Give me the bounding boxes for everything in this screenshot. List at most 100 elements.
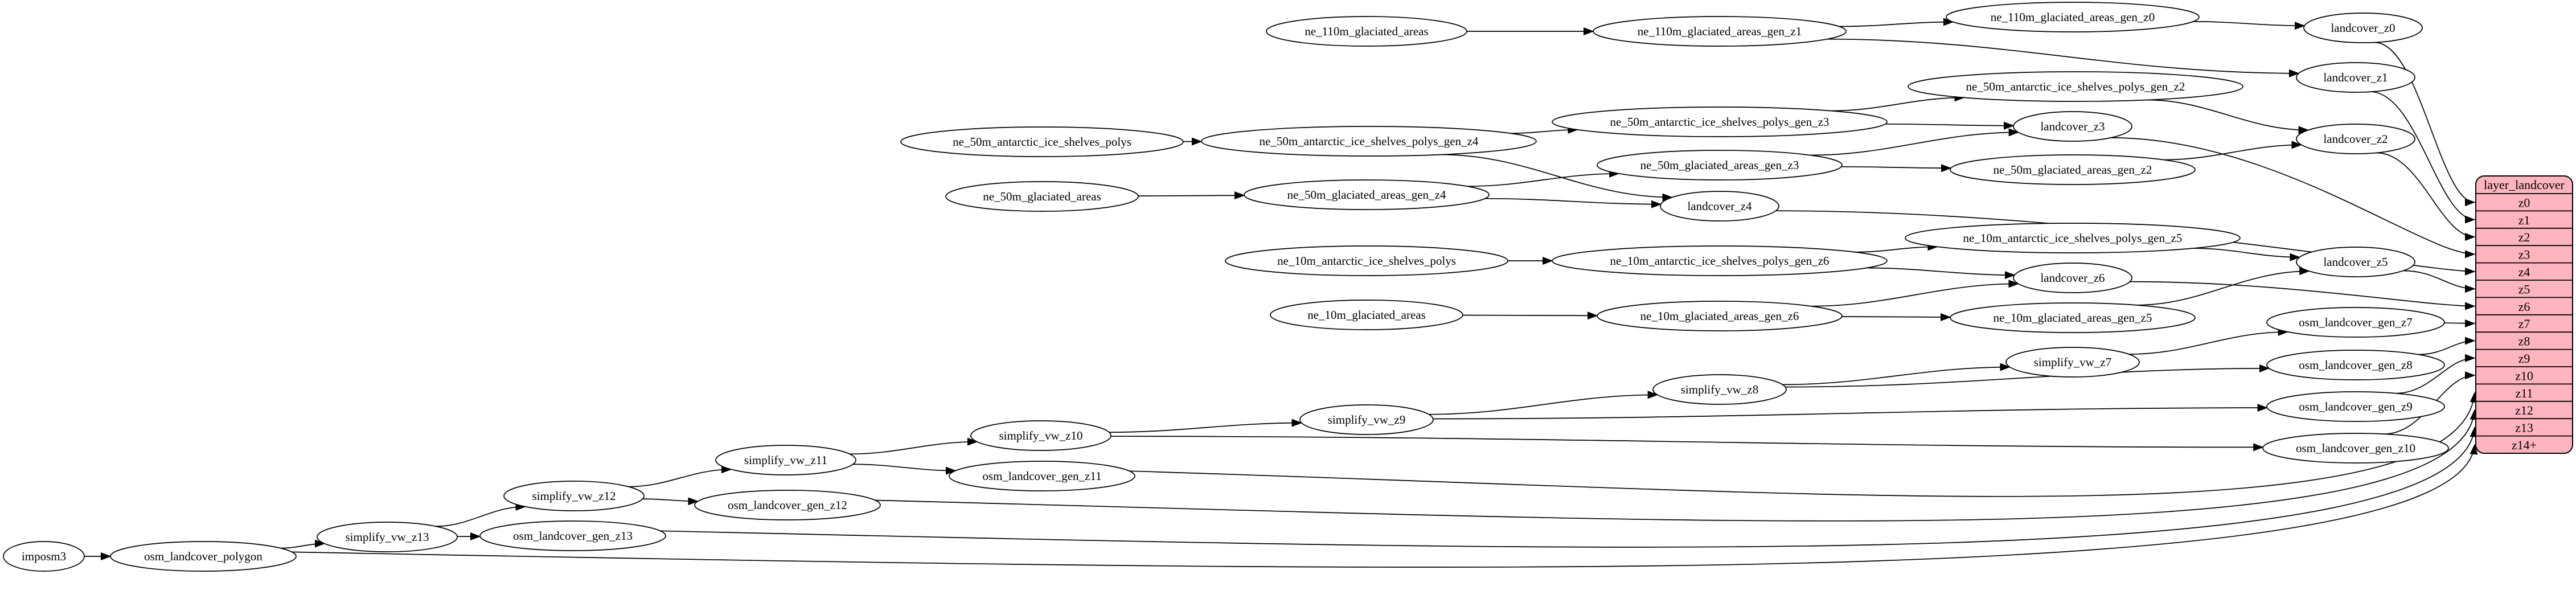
node-ellipse — [949, 461, 1135, 491]
edge-ne_50m_glaciated_areas-to-ne_50m_glaciated_areas_gen_z4 — [1138, 191, 1245, 200]
node-label: simplify_vw_z11 — [744, 453, 827, 467]
node-label: ne_50m_glaciated_areas_gen_z4 — [1287, 188, 1446, 202]
edge-ne_110m_glaciated_areas_gen_z1-to-landcover_z1 — [1827, 38, 2300, 77]
table-layer-landcover: layer_landcoverz0z1z2z3z4z5z6z7z8z9z10z1… — [2475, 175, 2573, 454]
node-osm_landcover_gen_z11: osm_landcover_gen_z11 — [949, 461, 1135, 491]
node-ellipse — [1225, 245, 1508, 276]
node-ellipse — [2266, 350, 2445, 380]
edge-simplify_vw_z12-to-simplify_vw_z11 — [628, 465, 732, 487]
node-label: osm_landcover_gen_z10 — [2296, 441, 2415, 455]
node-label: ne_10m_antarctic_ice_shelves_polys_gen_z… — [1963, 231, 2183, 245]
node-ne_10m_antarctic_ice_shelves_polys_gen_z5: ne_10m_antarctic_ice_shelves_polys_gen_z… — [1905, 223, 2241, 253]
node-label: osm_landcover_gen_z11 — [982, 469, 1101, 483]
node-ellipse — [2005, 347, 2140, 378]
edge-simplify_vw_z10-to-osm_landcover_gen_z10 — [1110, 436, 2264, 452]
table-row-z0: z0 — [2518, 195, 2530, 210]
node-landcover_z5: landcover_z5 — [2296, 247, 2415, 277]
edge-ne_50m_glaciated_areas_gen_z4-to-landcover_z4 — [1484, 198, 1662, 208]
node-ellipse — [715, 445, 856, 475]
node-ne_50m_antarctic_ice_shelves_polys: ne_50m_antarctic_ice_shelves_polys — [900, 126, 1184, 157]
node-ne_10m_glaciated_areas: ne_10m_glaciated_areas — [1270, 300, 1463, 330]
node-ne_10m_antarctic_ice_shelves_polys_gen_z6: ne_10m_antarctic_ice_shelves_polys_gen_z… — [1552, 245, 1888, 276]
node-label: ne_10m_glaciated_areas_gen_z5 — [1993, 311, 2152, 325]
node-ne_50m_glaciated_areas_gen_z4: ne_50m_glaciated_areas_gen_z4 — [1244, 179, 1490, 210]
edge-ne_50m_glaciated_areas_gen_z4-to-ne_50m_glaciated_areas_gen_z3 — [1467, 169, 1620, 187]
node-label: ne_10m_antarctic_ice_shelves_polys_gen_z… — [1610, 254, 1830, 268]
node-simplify_vw_z13: simplify_vw_z13 — [317, 522, 458, 552]
node-label: landcover_z3 — [2040, 120, 2105, 133]
node-ellipse — [1908, 71, 2243, 102]
node-ne_110m_glaciated_areas_gen_z1: ne_110m_glaciated_areas_gen_z1 — [1593, 16, 1847, 47]
node-ellipse — [1201, 126, 1537, 157]
node-osm_landcover_gen_z8: osm_landcover_gen_z8 — [2266, 350, 2445, 380]
node-label: ne_10m_antarctic_ice_shelves_polys — [1277, 254, 1456, 268]
edge-ne_50m_glaciated_areas_gen_z2-to-landcover_z2 — [2163, 141, 2303, 161]
node-ellipse — [1950, 154, 2196, 185]
node-label: ne_10m_glaciated_areas — [1307, 308, 1426, 322]
node-label: ne_50m_glaciated_areas_gen_z2 — [1993, 163, 2152, 177]
node-simplify_vw_z7: simplify_vw_z7 — [2005, 347, 2140, 378]
node-label: landcover_z4 — [1687, 199, 1752, 213]
edge-simplify_vw_z9-to-simplify_vw_z8 — [1429, 391, 1659, 415]
node-label: landcover_z1 — [2323, 71, 2388, 84]
node-ne_50m_antarctic_ice_shelves_polys_gen_z4: ne_50m_antarctic_ice_shelves_polys_gen_z… — [1201, 126, 1537, 157]
node-label: osm_landcover_gen_z9 — [2299, 400, 2412, 413]
node-ne_50m_antarctic_ice_shelves_polys_gen_z2: ne_50m_antarctic_ice_shelves_polys_gen_z… — [1908, 71, 2243, 102]
node-ne_50m_antarctic_ice_shelves_polys_gen_z3: ne_50m_antarctic_ice_shelves_polys_gen_z… — [1552, 106, 1888, 137]
edge-osm_landcover_polygon-to-z14+ — [292, 444, 2478, 568]
node-ellipse — [2266, 391, 2445, 422]
node-ellipse — [503, 481, 645, 511]
edge-ne_50m_antarctic_ice_shelves_polys_gen_z3-to-ne_50m_antarctic_ice_shelves_polys_gen_z2 — [1831, 93, 1965, 112]
node-label: simplify_vw_z7 — [2034, 355, 2112, 369]
node-label: ne_50m_glaciated_areas — [983, 190, 1101, 203]
table-row-z4: z4 — [2518, 265, 2530, 279]
node-label: simplify_vw_z10 — [999, 429, 1083, 442]
node-label: ne_110m_glaciated_areas — [1305, 24, 1428, 38]
node-ellipse — [1244, 179, 1490, 210]
node-ellipse — [1597, 301, 1843, 331]
edge-ne_50m_antarctic_ice_shelves_polys_gen_z3-to-landcover_z3 — [1885, 121, 2015, 130]
node-label: osm_landcover_gen_z13 — [513, 529, 633, 543]
node-ne_10m_glaciated_areas_gen_z6: ne_10m_glaciated_areas_gen_z6 — [1597, 301, 1843, 331]
table-row-z13: z13 — [2515, 421, 2533, 435]
edge-simplify_vw_z13-to-simplify_vw_z12 — [436, 502, 527, 527]
node-ellipse — [1299, 404, 1434, 435]
edge-landcover_z1-to-z1 — [2370, 91, 2476, 224]
edge-ne_50m_glaciated_areas_gen_z3-to-landcover_z3 — [1810, 128, 2020, 156]
node-simplify_vw_z9: simplify_vw_z9 — [1299, 404, 1434, 435]
table-row-z14+: z14+ — [2512, 438, 2537, 452]
node-label: simplify_vw_z8 — [1681, 383, 1759, 396]
node-label: ne_110m_glaciated_areas_gen_z0 — [1991, 10, 2155, 24]
node-ellipse — [1270, 300, 1463, 330]
edge-ne_50m_antarctic_ice_shelves_polys_gen_z2-to-landcover_z2 — [2147, 99, 2310, 134]
node-ellipse — [2013, 111, 2132, 142]
node-ellipse — [900, 126, 1184, 157]
edge-simplify_vw_z9-to-osm_landcover_gen_z9 — [1433, 404, 2269, 420]
node-landcover_z2: landcover_z2 — [2296, 124, 2415, 154]
node-ellipse — [2266, 307, 2445, 338]
node-ellipse — [694, 490, 881, 520]
node-landcover_z6: landcover_z6 — [2013, 263, 2132, 293]
table-row-z10: z10 — [2515, 368, 2533, 383]
table-row-z12: z12 — [2515, 403, 2533, 417]
edge-osm_landcover_gen_z12-to-z12 — [875, 409, 2478, 522]
node-ellipse — [1266, 16, 1467, 47]
edge-simplify_vw_z7-to-osm_landcover_gen_z7 — [2128, 327, 2289, 355]
edge-landcover_z2-to-z2 — [2376, 152, 2476, 241]
node-label: ne_50m_antarctic_ice_shelves_polys_gen_z… — [1610, 115, 1830, 129]
edge-osm_landcover_gen_z8-to-z8 — [2418, 337, 2476, 355]
node-label: simplify_vw_z9 — [1328, 413, 1406, 427]
node-landcover_z0: landcover_z0 — [2303, 13, 2423, 43]
node-label: ne_50m_glaciated_areas_gen_z3 — [1640, 158, 1799, 172]
node-ellipse — [3, 541, 85, 572]
node-ellipse — [1946, 2, 2200, 32]
node-simplify_vw_z11: simplify_vw_z11 — [715, 445, 856, 475]
node-label: osm_landcover_gen_z7 — [2299, 315, 2412, 329]
table-row-z3: z3 — [2518, 248, 2530, 262]
node-ne_50m_glaciated_areas_gen_z2: ne_50m_glaciated_areas_gen_z2 — [1950, 154, 2196, 185]
edge-ne_10m_antarctic_ice_shelves_polys_gen_z5-to-landcover_z5 — [2193, 248, 2301, 261]
node-label: imposm3 — [22, 550, 66, 563]
edge-simplify_vw_z8-to-osm_landcover_gen_z8 — [1785, 364, 2270, 388]
